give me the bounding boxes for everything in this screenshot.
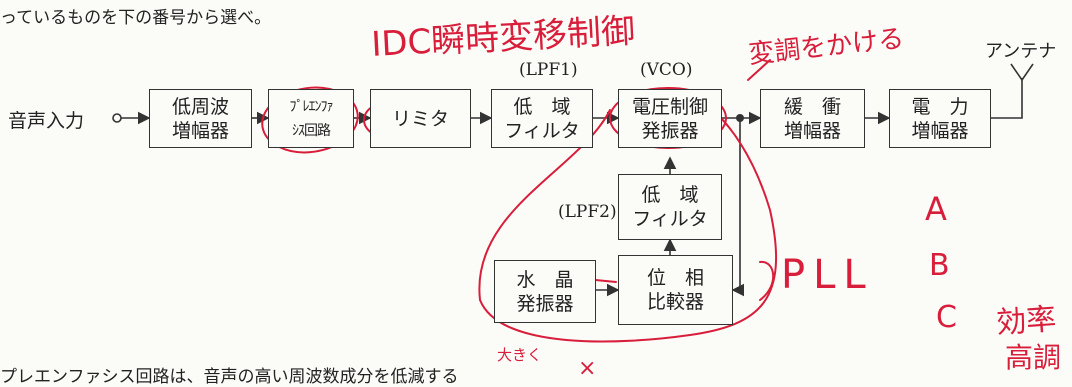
block-line: 増幅器: [783, 119, 841, 142]
block-line: フィルタ: [632, 208, 708, 230]
preemph-circle: [261, 86, 359, 154]
block-line: ﾌﾟﾚｴﾝﾌｧ: [289, 98, 334, 115]
annotation-c: C: [936, 300, 957, 335]
junction-dot: [736, 114, 744, 122]
block-line: 低 域: [513, 95, 571, 118]
lpf2-block: 低 域 フィルタ: [618, 174, 722, 240]
block-line: フィルタ: [504, 119, 580, 142]
block-line: 増幅器: [171, 119, 229, 142]
antenna-label: アンテナ: [985, 41, 1057, 62]
limiter-block: リミタ: [370, 89, 471, 148]
annotation-b: B: [929, 248, 950, 283]
crystal-oscillator-block: 水 晶 発振器: [494, 260, 596, 323]
block-line: 発振器: [641, 119, 699, 142]
power-amplifier-block: 電 力 増幅器: [889, 89, 991, 148]
block-line: 水 晶: [516, 268, 574, 291]
block-line: 比較器: [646, 291, 704, 313]
pll-loop: [478, 99, 778, 343]
preemphasis-block: ﾌﾟﾚｴﾝﾌｧ ｼｽ回路: [268, 89, 354, 148]
annotation-cross: ×: [578, 356, 597, 381]
vco-label: (VCO): [640, 60, 693, 80]
block-line: リミタ: [391, 107, 449, 130]
block-line: 低 域: [641, 184, 699, 206]
question-text-bottom: プレエンファシス回路は、音声の高い周波数成分を低減する: [0, 367, 459, 387]
input-label: 音声入力: [8, 110, 85, 132]
mod-tick: [747, 59, 771, 81]
block-line: 緩 衝: [783, 95, 841, 118]
vco-circle: [609, 87, 727, 149]
annotation-a: A: [925, 190, 947, 228]
lf-amplifier-block: 低周波 増幅器: [149, 89, 252, 148]
block-line: 電 力: [911, 95, 969, 118]
block-line: 発振器: [516, 292, 574, 315]
question-text-top: っているものを下の番号から選べ。: [0, 8, 272, 28]
lpf1-block: 低 域 フィルタ: [491, 89, 593, 148]
annotation-harmonic: 高調: [1005, 341, 1062, 374]
pll-hook: [759, 260, 775, 301]
phase-comparator-block: 位 相 比較器: [618, 255, 733, 325]
block-line: 位 相: [646, 267, 704, 289]
annotation-ookiku: 大きく: [497, 346, 543, 364]
block-line: 増幅器: [911, 119, 969, 142]
lpf2-label: (LPF2): [558, 202, 617, 222]
input-terminal: [112, 113, 122, 123]
annotation-efficiency: 効率: [995, 301, 1058, 342]
vco-block: 電圧制御 発振器: [618, 89, 722, 148]
buffer-amplifier-block: 緩 衝 増幅器: [760, 89, 865, 148]
block-line: 低周波: [171, 95, 229, 118]
lpf1-label: (LPF1): [519, 60, 578, 80]
annotation-pll: PLL: [781, 252, 874, 298]
block-line: ｼｽ回路: [292, 122, 331, 139]
block-line: 電圧制御: [631, 95, 708, 118]
